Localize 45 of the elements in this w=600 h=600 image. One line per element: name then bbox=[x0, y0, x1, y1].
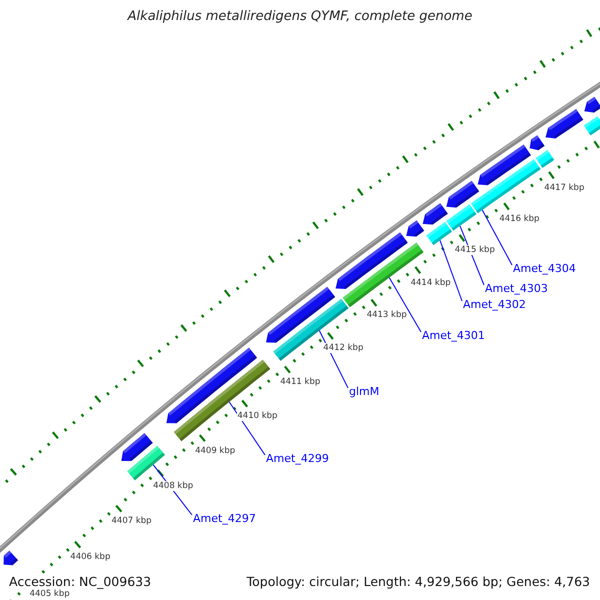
position-label: 4406 kbp bbox=[70, 552, 110, 562]
gene-label: Amet_4299 bbox=[266, 452, 329, 465]
gene-feature bbox=[470, 159, 541, 214]
genome-summary: Topology: circular; Length: 4,929,566 bp; Genes: 4,763 bbox=[246, 574, 590, 589]
leader-line bbox=[440, 240, 462, 302]
title: Alkaliphilus metalliredigens QYMF, complete genome bbox=[126, 9, 474, 24]
gene-feature bbox=[121, 433, 153, 461]
gene-label: Amet_4297 bbox=[193, 512, 256, 525]
gene-feature bbox=[584, 96, 600, 113]
position-label: 4407 kbp bbox=[112, 516, 152, 526]
position-label: 4410 kbp bbox=[237, 411, 278, 421]
gene-feature bbox=[536, 150, 554, 168]
gene-feature bbox=[426, 222, 452, 246]
gene-label: glmM bbox=[349, 385, 380, 398]
gene-feature bbox=[273, 298, 349, 361]
position-label: 4413 kbp bbox=[366, 310, 407, 320]
position-label: 4408 kbp bbox=[153, 480, 194, 491]
gene-feature bbox=[446, 204, 476, 231]
position-label: 4405 kbp bbox=[30, 588, 70, 598]
gene-feature bbox=[584, 116, 600, 136]
accession-text: Accession: NC_009633 bbox=[9, 574, 152, 589]
position-label: 4411 kbp bbox=[280, 377, 320, 387]
gene-label: Amet_4302 bbox=[463, 298, 526, 311]
leader-line bbox=[228, 401, 266, 456]
gene-label: Amet_4304 bbox=[513, 262, 576, 275]
gene-feature bbox=[546, 108, 584, 138]
gene-feature bbox=[336, 232, 408, 289]
position-label: 4409 kbp bbox=[195, 446, 236, 456]
gene-label: Amet_4303 bbox=[485, 282, 548, 295]
position-label: 4414 kbp bbox=[410, 278, 451, 288]
position-label: 4415 kbp bbox=[454, 245, 495, 256]
gene-feature bbox=[406, 220, 424, 237]
gene-feature bbox=[478, 144, 531, 186]
position-label: 4417 kbp bbox=[544, 182, 584, 193]
gene-feature bbox=[127, 446, 165, 480]
position-label: 4412 kbp bbox=[323, 343, 364, 354]
gene-feature bbox=[530, 135, 545, 150]
gene-feature bbox=[446, 180, 480, 208]
position-label: 4416 kbp bbox=[499, 214, 540, 224]
leader-line bbox=[388, 277, 422, 332]
gene-feature bbox=[166, 348, 258, 424]
gene-feature bbox=[4, 550, 18, 566]
gene-label: Amet_4301 bbox=[422, 329, 485, 342]
gene-feature bbox=[266, 286, 336, 343]
gene-feature bbox=[422, 203, 448, 225]
